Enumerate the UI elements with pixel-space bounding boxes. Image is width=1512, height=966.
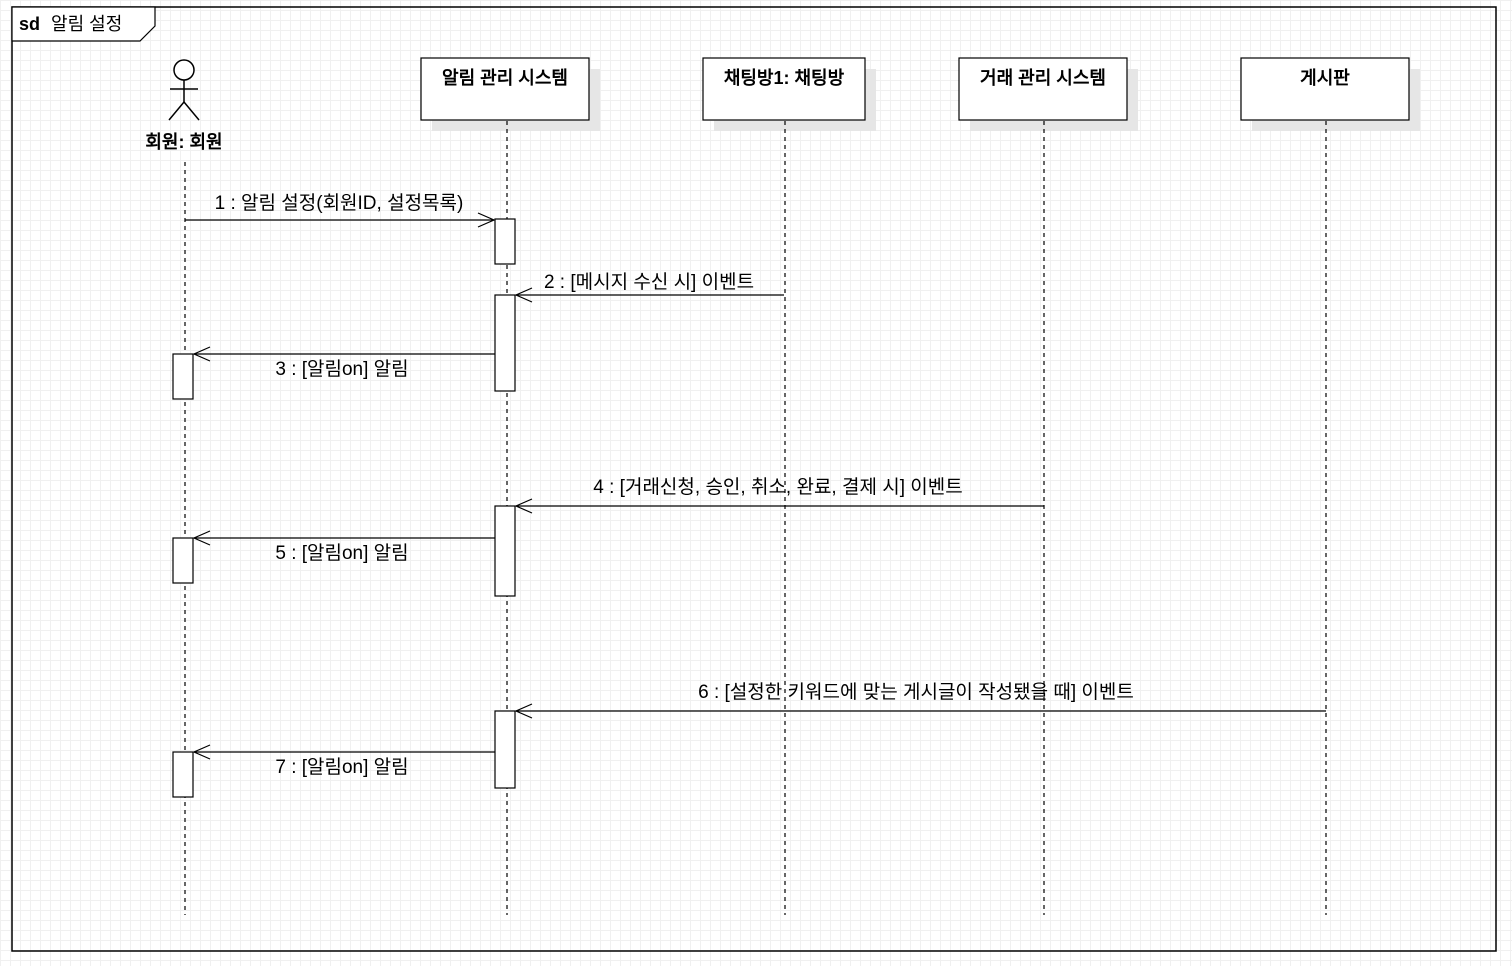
activation-bar (172, 353, 194, 400)
lifeline-header-notification-system[interactable]: 알림 관리 시스템 (420, 57, 600, 131)
actor-right-leg (183, 101, 200, 121)
activation-bar (494, 505, 516, 597)
actor-left-leg (168, 101, 185, 121)
activation-bar (172, 751, 194, 798)
actor-head (173, 59, 195, 81)
diagram-frame (11, 6, 1497, 952)
frame-heading: sd 알림 설정 (19, 14, 122, 34)
header-box (1240, 57, 1410, 121)
lifeline-header-chatroom[interactable]: 채팅방1: 채팅방 (702, 57, 876, 131)
header-box (702, 57, 866, 121)
header-box (420, 57, 590, 121)
lifeline-label: 채팅방1: 채팅방 (724, 68, 845, 88)
arrowhead-icon (514, 703, 533, 719)
frame-tab (11, 6, 156, 42)
header-box (958, 57, 1128, 121)
arrowhead-icon (514, 498, 533, 514)
lifeline-header-trade-system[interactable]: 거래 관리 시스템 (958, 57, 1138, 131)
lifelines (184, 121, 1327, 915)
message-label-4: 4 : [거래신청, 승인, 취소, 완료, 결제 시] 이벤트 (593, 476, 962, 498)
arrowhead-icon (192, 530, 211, 546)
arrowhead-icon (514, 287, 533, 303)
lifeline-header-board[interactable]: 게시판 (1240, 57, 1420, 131)
frame-keyword: sd (19, 14, 40, 34)
activation-bar (172, 537, 194, 584)
message-label-5: 5 : [알림on] 알림 (275, 542, 408, 564)
message-label-7: 7 : [알림on] 알림 (275, 756, 408, 778)
actor-member[interactable]: 회원: 회원 (145, 59, 223, 152)
arrowhead-icon (192, 744, 211, 760)
message-label-3: 3 : [알림on] 알림 (275, 358, 408, 380)
activation-bar (494, 294, 516, 392)
message-label-1: 1 : 알림 설정(회원ID, 설정목록) (215, 192, 464, 214)
message-label-2: 2 : [메시지 수신 시] 이벤트 (544, 271, 754, 293)
message-label-6: 6 : [설정한 키워드에 맞는 게시글이 작성됐을 때] 이벤트 (698, 681, 1134, 703)
frame-name: 알림 설정 (51, 14, 122, 34)
lifeline-label: 거래 관리 시스템 (980, 68, 1106, 88)
arrowhead-icon (192, 346, 211, 362)
lifeline-label: 게시판 (1300, 68, 1350, 88)
activation-bar (494, 218, 516, 265)
lifeline-label: 알림 관리 시스템 (442, 68, 568, 88)
message-labels: 1 : 알림 설정(회원ID, 설정목록) 2 : [메시지 수신 시] 이벤트… (215, 192, 1134, 778)
actor-label: 회원: 회원 (145, 132, 222, 152)
message-lines (185, 212, 1326, 760)
activation-bar (494, 710, 516, 789)
activation-bars (172, 218, 516, 798)
arrowhead-icon (477, 212, 496, 228)
